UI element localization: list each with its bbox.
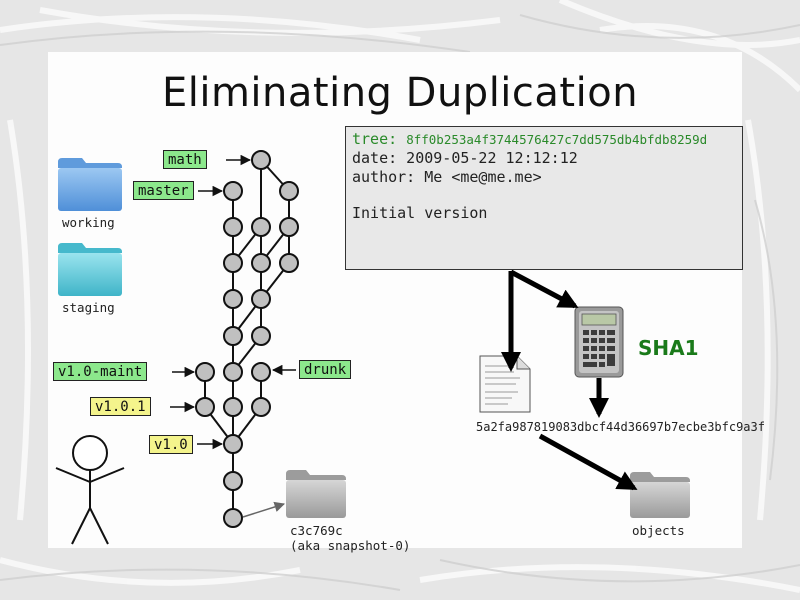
snapshot-id-label: c3c769c <box>290 523 343 538</box>
document-icon <box>479 355 531 413</box>
commit-node <box>223 362 243 382</box>
snapshot-folder-icon <box>286 470 346 518</box>
commit-node <box>251 150 271 170</box>
date-line: date: 2009-05-22 12:12:12 <box>352 149 578 167</box>
working-label: working <box>62 215 115 230</box>
branch-label-drunk: drunk <box>299 360 352 379</box>
commit-object-box: tree: 8ff0b253a4f3744576427c7dd575db4bfd… <box>345 126 743 270</box>
commit-node <box>223 508 243 528</box>
staging-label: staging <box>62 300 115 315</box>
tag-label-v1-0: v1.0 <box>149 435 193 454</box>
branch-label-v1-0-maint: v1.0-maint <box>53 362 148 381</box>
slide-title: Eliminating Duplication <box>161 70 639 116</box>
commit-node <box>223 397 243 417</box>
commit-node <box>223 217 243 237</box>
ref-arrows <box>170 154 296 450</box>
commit-node <box>251 289 271 309</box>
sha1-label: SHA1 <box>638 336 699 360</box>
commit-node <box>223 434 243 454</box>
working-folder-icon <box>58 158 122 211</box>
commit-node <box>251 397 271 417</box>
commit-nodes <box>195 150 299 528</box>
staging-folder-icon <box>58 243 122 296</box>
commit-node <box>251 253 271 273</box>
commit-node <box>195 397 215 417</box>
commit-message: Initial version <box>352 204 488 222</box>
stick-figure-icon <box>55 435 125 545</box>
tree-hash: 8ff0b253a4f3744576427c7dd575db4bfdb8259d <box>406 132 708 147</box>
commit-node <box>251 326 271 346</box>
objects-folder-icon <box>630 472 690 518</box>
flow-arrows <box>501 269 638 491</box>
commit-node <box>223 471 243 491</box>
commit-node <box>223 253 243 273</box>
commit-node <box>251 362 271 382</box>
commit-node <box>195 362 215 382</box>
commit-node <box>223 181 243 201</box>
snapshot-alias-label: (aka snapshot-0) <box>290 538 411 553</box>
blank-line <box>352 187 736 204</box>
commit-node <box>251 217 271 237</box>
tree-line: tree: 8ff0b253a4f3744576427c7dd575db4bfd… <box>352 130 736 149</box>
commit-node <box>223 326 243 346</box>
commit-node <box>279 181 299 201</box>
commit-node <box>223 289 243 309</box>
object-hash-label: 5a2fa987819083dbcf44d36697b7ecbe3bfc9a3f <box>476 420 765 434</box>
commit-edges <box>204 159 290 518</box>
calculator-icon <box>574 306 624 378</box>
branch-label-math: math <box>163 150 207 169</box>
commit-node <box>279 253 299 273</box>
tree-key: tree: <box>352 130 398 148</box>
branch-label-master: master <box>133 181 194 200</box>
author-line: author: Me <me@me.me> <box>352 168 542 186</box>
snapshot-arrow <box>242 501 286 518</box>
tag-label-v1-0-1: v1.0.1 <box>90 397 151 416</box>
commit-node <box>279 217 299 237</box>
objects-label: objects <box>632 523 685 538</box>
